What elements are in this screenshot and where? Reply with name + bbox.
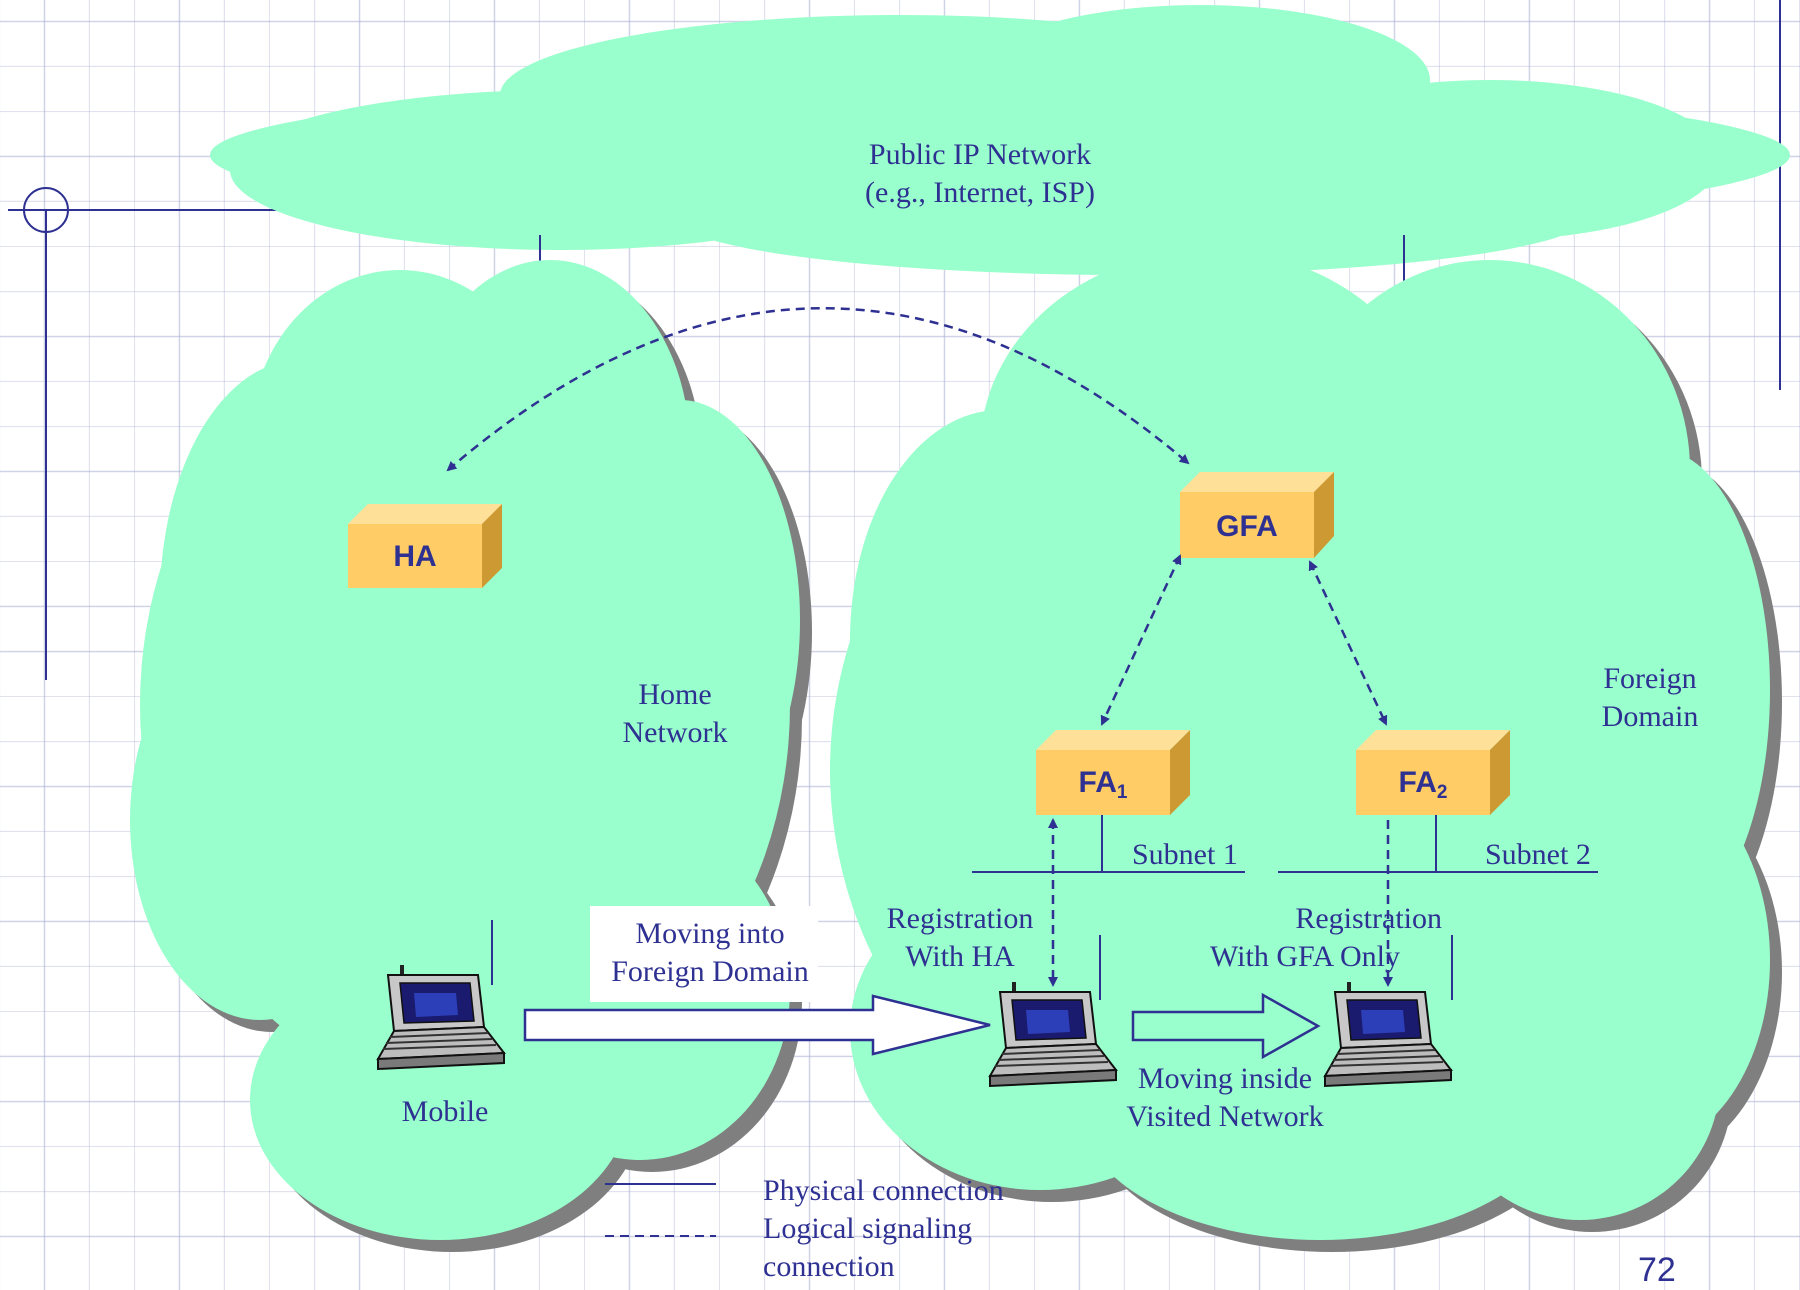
fa1-label-sub: 1 [1116,782,1128,803]
moving-inside-line2: Visited Network [1126,1100,1324,1133]
fa1-box [1036,730,1190,815]
home-network-line1: Home [638,678,712,711]
fa1-label: FA1 [1036,766,1170,810]
registration-ha-label: Registration With HA [860,900,1060,976]
registration-ha-line1: Registration [886,902,1034,935]
gfa-label: GFA [1216,510,1278,543]
signaling-ha-gfa [446,307,1190,472]
mobile-label: Mobile [401,1095,489,1128]
home-network-label: Home Network [590,676,760,752]
moving-into-line1: Moving into [635,917,785,950]
legend-physical-label: Physical connection [763,1174,1004,1207]
legend-logical-label: Logical signaling connection [763,1210,972,1286]
registration-ha-line2: With HA [905,940,1015,973]
page-number: 72 [1638,1251,1676,1289]
home-network-line2: Network [622,716,728,749]
fa2-box [1356,730,1510,815]
public-network-cloud [210,5,1790,275]
gfa-box [1180,472,1334,558]
moving-inside-label: Moving inside Visited Network [1105,1060,1345,1136]
moving-into-label-bg [590,906,818,1002]
moving-into-line2: Foreign Domain [611,955,809,988]
public-network-label: Public IP Network (e.g., Internet, ISP) [800,136,1160,212]
moving-into-label: Moving into Foreign Domain [590,915,830,991]
frame-circle-icon [23,187,69,233]
legend-logical-line2: connection [763,1250,895,1283]
foreign-domain-line1: Foreign [1603,662,1697,695]
registration-gfa-label: Registration With GFA Only [1160,900,1450,976]
foreign-domain-label: Foreign Domain [1570,660,1730,736]
ha-box [348,504,502,588]
subnet1-label: Subnet 1 [1132,838,1238,871]
moving-inside-line1: Moving inside [1137,1062,1313,1095]
foreign-domain-line2: Domain [1601,700,1699,733]
registration-gfa-line2: With GFA Only [1210,940,1400,973]
ha-label: HA [393,540,437,573]
moving-into-arrow [523,994,991,1056]
fa2-label-sub: 2 [1436,782,1448,803]
public-network-line1: Public IP Network [868,138,1092,171]
fa2-label-text: FA [1398,766,1437,799]
moving-inside-arrow [1131,992,1321,1060]
signaling-gfa-fa1 [1100,554,1182,726]
fa2-label: FA2 [1356,766,1490,810]
public-network-line2: (e.g., Internet, ISP) [865,176,1095,209]
legend-logical-line1: Logical signaling [763,1212,973,1245]
subnet2-label: Subnet 2 [1485,838,1591,871]
fa1-label-text: FA [1078,766,1117,799]
registration-gfa-line1: Registration [1295,902,1442,935]
